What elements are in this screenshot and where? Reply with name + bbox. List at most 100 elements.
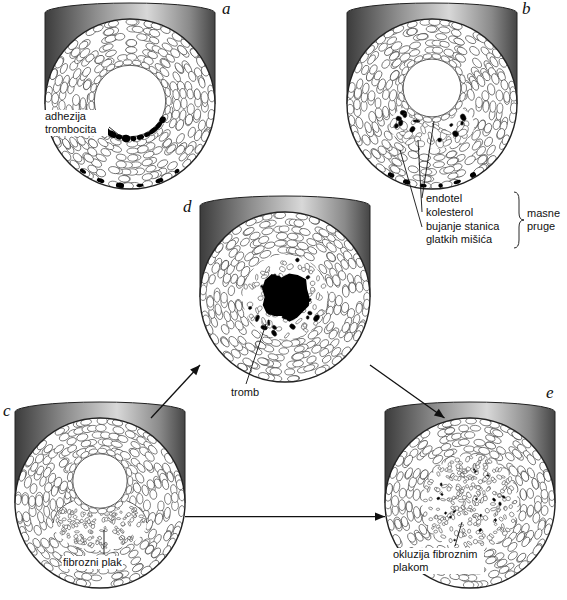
wall-cell (276, 232, 287, 240)
wall-cell (409, 41, 421, 50)
endothelium-cell (432, 116, 442, 122)
plaque-cell (107, 518, 112, 522)
plaque-cell (134, 507, 137, 511)
wall-cell (164, 493, 171, 504)
plaque-cell (116, 528, 120, 531)
vessel-face (200, 212, 370, 382)
wall-cell (321, 354, 332, 364)
wall-cell (279, 226, 289, 232)
plaque-cell (141, 518, 145, 522)
wall-cell (134, 471, 146, 484)
wall-cell (456, 46, 468, 56)
wall-cell (228, 285, 236, 295)
plaque-cell (73, 534, 78, 539)
endothelium-cell (88, 101, 94, 111)
wall-cell (335, 295, 343, 306)
wall-cell (164, 507, 172, 519)
plaque-cell (99, 542, 102, 546)
wall-cell (143, 500, 151, 511)
wall-cell (433, 154, 445, 161)
plaque-cell (249, 314, 254, 319)
wall-cell (114, 33, 125, 41)
cholesterol-deposit (451, 130, 459, 138)
plaque-cell (255, 274, 258, 280)
plaque-cell (104, 514, 109, 516)
plaque-cell (105, 542, 107, 545)
muscle-cell (442, 138, 453, 147)
plaque-cell (63, 524, 68, 529)
plaque-cell (97, 536, 102, 541)
wall-cell (171, 492, 178, 503)
plaque-cell (75, 519, 80, 523)
lumen (73, 454, 127, 508)
wall-cell (187, 104, 195, 115)
wall-cell (43, 505, 50, 517)
wall-cell (234, 319, 245, 331)
wall-cell (279, 348, 289, 355)
cholesterol-deposit (393, 123, 399, 129)
wall-cell (126, 39, 136, 46)
wall-cell (141, 173, 153, 182)
endothelium-cell (98, 448, 107, 454)
wall-cell (166, 471, 175, 483)
wall-cell (194, 89, 201, 100)
wall-cell (483, 101, 490, 113)
wall-cell (228, 301, 236, 313)
wall-cell (388, 89, 397, 102)
plaque-cell (295, 317, 303, 324)
wall-cell (81, 66, 92, 78)
wall-cell (463, 154, 477, 166)
wall-cell (268, 353, 279, 361)
plaque-cell (104, 526, 107, 529)
wall-cell (181, 98, 187, 109)
wall-cell (406, 502, 412, 512)
vessel-face (45, 19, 215, 189)
wall-cell (485, 144, 497, 157)
vessel-wall (346, 18, 517, 189)
vessel-outline (347, 19, 517, 189)
wall-cell (399, 488, 407, 499)
plaque-cell (62, 531, 66, 534)
wall-cell (417, 33, 429, 40)
wall-cell (35, 495, 42, 507)
thrombus-fragment (267, 320, 270, 326)
plaque-cell (139, 515, 144, 518)
wall-cell (165, 143, 177, 155)
wall-cell (36, 511, 44, 524)
wall-cell (356, 78, 364, 89)
plaque-cell (74, 539, 77, 543)
wall-cell (149, 36, 160, 45)
vessel-outline (45, 19, 215, 189)
plaque-cell (313, 304, 317, 309)
wall-cell (369, 147, 382, 160)
plaque-ring (243, 255, 328, 340)
wall-cell (235, 300, 243, 311)
wall-cell (483, 122, 493, 134)
endothelium-cell (88, 92, 94, 102)
plaque-cell (316, 275, 319, 281)
wall-cell (503, 91, 510, 102)
plaque-cell (84, 525, 88, 529)
wall-cell (96, 424, 107, 431)
wall-cell (329, 292, 336, 302)
plaque-cell (88, 542, 93, 546)
plaque-cell (92, 536, 94, 538)
wall-cell (201, 91, 209, 103)
wall-cell (342, 286, 350, 298)
wall-cell (132, 482, 142, 494)
wall-cell (432, 47, 443, 54)
plaque-cell (59, 530, 64, 535)
wall-cell (370, 148, 382, 160)
lumen (403, 59, 461, 117)
plaque-cell (309, 270, 313, 275)
wall-cell (487, 84, 495, 95)
wall-cell (127, 148, 139, 154)
wall-cell (22, 495, 29, 506)
wall-cell (453, 37, 466, 47)
plaque-cell (73, 523, 78, 528)
wall-cell (292, 352, 305, 361)
wall-cell (375, 98, 381, 108)
wall-cell (519, 488, 527, 500)
plaque-cell (310, 287, 315, 292)
